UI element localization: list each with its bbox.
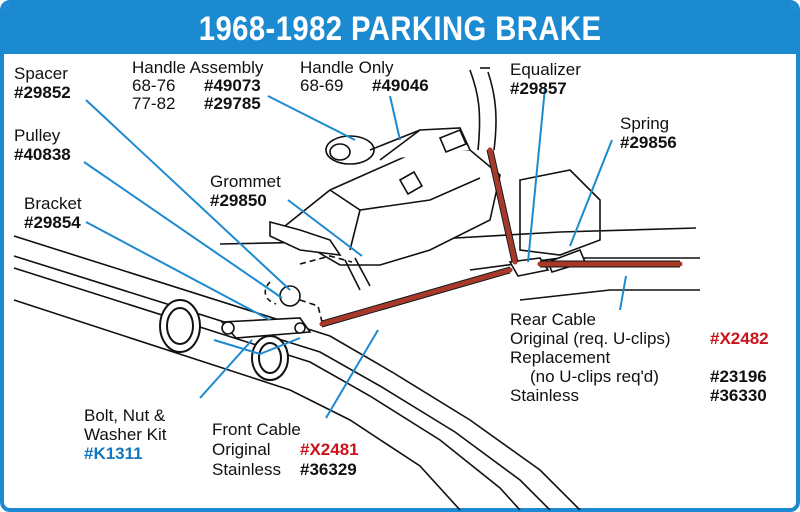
spring-name: Spring	[620, 114, 670, 133]
handle-assembly-years-a: 68-76	[132, 76, 176, 95]
label-bolt-kit: Bolt, Nut & Washer Kit #K1311	[84, 406, 167, 463]
frame-tube-right	[251, 335, 289, 381]
front-cable	[319, 267, 513, 327]
spacer-name: Spacer	[14, 64, 68, 83]
leader-handle-only	[389, 95, 401, 141]
leader-spacer	[85, 99, 291, 291]
front-cable-original-number: #X2481	[300, 440, 359, 459]
bolt-kit-number: #K1311	[84, 444, 143, 463]
rear-cable	[487, 147, 683, 267]
rear-cable-name: Rear Cable	[510, 310, 596, 329]
bracket-name: Bracket	[24, 194, 82, 213]
diagram-title: 1968-1982 PARKING BRAKE	[198, 9, 602, 48]
pulley-name: Pulley	[14, 126, 61, 145]
leader-grommet	[287, 199, 363, 257]
rear-cable-stainless-number: #36330	[710, 386, 767, 405]
pulley-bracket-drawing	[220, 255, 353, 339]
handle-assembly-years-b: 77-82	[132, 94, 176, 113]
spring-number: #29856	[620, 133, 677, 152]
equalizer-number: #29857	[510, 79, 567, 98]
rear-cable-stainless-label: Stainless	[510, 386, 579, 405]
leader-rear-cable	[619, 275, 627, 311]
leader-front-cable	[325, 329, 379, 419]
handle-assembly-name: Handle Assembly	[132, 58, 264, 77]
leader-bracket	[85, 221, 271, 321]
bolt-kit-bracket	[213, 337, 301, 356]
front-cable-stainless-label: Stainless	[212, 460, 281, 479]
pulley-number: #40838	[14, 145, 71, 164]
bolt-kit-name-line1: Bolt, Nut &	[84, 406, 166, 425]
label-spacer: Spacer #29852	[14, 64, 71, 102]
bolt-kit-name-line2: Washer Kit	[84, 425, 167, 444]
label-pulley: Pulley #40838	[14, 126, 71, 164]
label-grommet: Grommet #29850	[210, 172, 281, 210]
rear-cable-replacement-label: Replacement	[510, 348, 611, 367]
label-equalizer: Equalizer #29857	[510, 60, 581, 98]
rear-cable-original-number: #X2482	[710, 329, 769, 348]
rear-cable-replacement-number: #23196	[710, 367, 767, 386]
frame-tube-left	[159, 299, 201, 353]
handle-only-number: #49046	[372, 76, 429, 95]
leader-lines	[83, 87, 627, 419]
handle-assembly-number-a: #49073	[204, 76, 261, 95]
leader-spring	[569, 139, 613, 247]
handle-assembly-number-b: #29785	[204, 94, 261, 113]
front-cable-stainless-number: #36329	[300, 460, 357, 479]
leader-handle-assembly	[267, 95, 356, 141]
equalizer-drawing	[508, 169, 601, 277]
grommet-name: Grommet	[210, 172, 281, 191]
spacer-number: #29852	[14, 83, 71, 102]
equalizer-name: Equalizer	[510, 60, 581, 79]
bracket-number: #29854	[24, 213, 81, 232]
label-bracket: Bracket #29854	[24, 194, 82, 232]
rear-cable-original-label: Original (req. U-clips)	[510, 329, 671, 348]
front-cable-name: Front Cable	[212, 420, 301, 439]
title-bar: 1968-1982 PARKING BRAKE	[4, 4, 796, 54]
handle-only-name: Handle Only	[300, 58, 394, 77]
leader-equalizer	[527, 87, 546, 263]
leader-pulley	[83, 161, 283, 299]
handle-assembly-drawing	[269, 67, 501, 291]
rear-cable-replacement-note: (no U-clips req'd)	[530, 367, 659, 386]
label-spring: Spring #29856	[620, 114, 677, 152]
handle-only-years: 68-69	[300, 76, 344, 95]
front-cable-original-label: Original	[212, 440, 271, 459]
grommet-number: #29850	[210, 191, 267, 210]
